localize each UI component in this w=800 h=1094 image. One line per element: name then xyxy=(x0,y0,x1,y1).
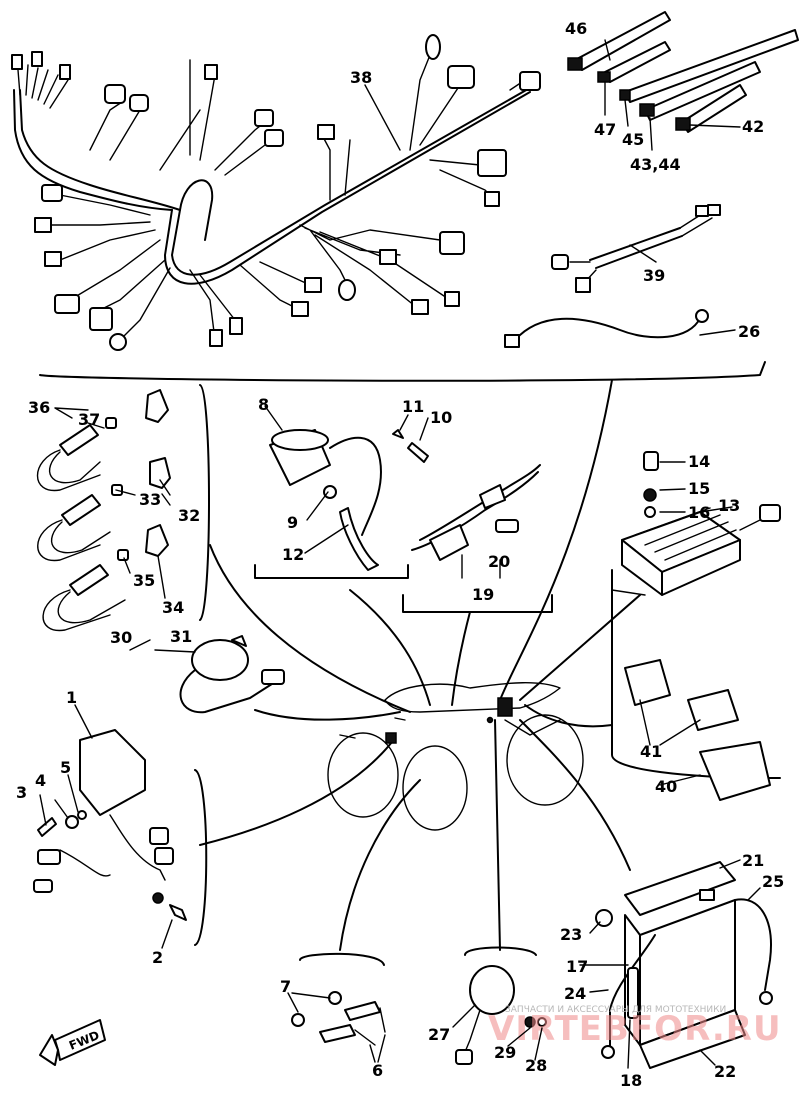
callout-26: 26 xyxy=(738,322,760,341)
callout-4: 4 xyxy=(35,771,46,790)
callout-20: 20 xyxy=(488,552,510,571)
callout-11: 11 xyxy=(402,397,424,416)
callout-32: 32 xyxy=(178,506,200,525)
callout-43-44: 43,44 xyxy=(630,155,681,174)
rectifier-regulator xyxy=(621,451,781,596)
callout-21: 21 xyxy=(742,851,764,870)
callout-16: 16 xyxy=(688,503,710,522)
callout-45: 45 xyxy=(622,130,644,149)
callout-22: 22 xyxy=(714,1062,736,1081)
control-unit xyxy=(33,729,187,921)
leader-lines xyxy=(199,379,641,951)
callout-18: 18 xyxy=(620,1071,642,1090)
callout-14: 14 xyxy=(688,452,710,471)
callout-31: 31 xyxy=(170,627,192,646)
callout-9: 9 xyxy=(287,513,298,532)
callout-39: 39 xyxy=(643,266,665,285)
cdi-unit xyxy=(411,464,541,561)
callout-47: 47 xyxy=(594,120,616,139)
callout-30: 30 xyxy=(110,628,132,647)
callout-24: 24 xyxy=(564,984,586,1003)
starter-relay xyxy=(179,635,285,714)
watermark-subtext: ЗАПЧАСТИ И АКСЕССУАРЫ ДЛЯ МОТОТЕХНИКИ xyxy=(505,1005,726,1015)
battery-assembly xyxy=(595,861,773,1069)
callout-40: 40 xyxy=(655,777,677,796)
callout-5: 5 xyxy=(60,758,71,777)
callout-10: 10 xyxy=(430,408,452,427)
callout-13: 13 xyxy=(718,496,740,515)
sensor-switches xyxy=(291,991,386,1046)
vehicle-outline xyxy=(327,682,584,831)
callout-15: 15 xyxy=(688,479,710,498)
callout-6: 6 xyxy=(372,1061,383,1080)
callout-2: 2 xyxy=(152,948,163,967)
callout-27: 27 xyxy=(428,1025,450,1044)
callout-8: 8 xyxy=(258,395,269,414)
callout-29: 29 xyxy=(494,1043,516,1062)
callout-1: 1 xyxy=(66,688,77,707)
lead-wire xyxy=(504,309,709,348)
cable-ties xyxy=(567,11,799,133)
callout-7: 7 xyxy=(280,977,291,996)
callout-12: 12 xyxy=(282,545,304,564)
callout-25: 25 xyxy=(762,872,784,891)
callout-33: 33 xyxy=(139,490,161,509)
callout-46: 46 xyxy=(565,19,587,38)
ignition-coil xyxy=(269,429,429,571)
section-brackets xyxy=(39,361,781,966)
wire-harness xyxy=(11,34,541,351)
watermark-text: VIRTEBFOR.RU xyxy=(488,1009,782,1049)
plug-cap-group xyxy=(36,389,171,632)
callout-3: 3 xyxy=(16,783,27,802)
callout-leaders xyxy=(39,39,761,1069)
connector-covers xyxy=(624,659,771,801)
callout-28: 28 xyxy=(525,1056,547,1075)
callout-19: 19 xyxy=(472,585,494,604)
callout-labels: 38 46 47 45 43,44 42 39 26 36 37 33 32 3… xyxy=(16,19,784,1090)
watermark: VIRTEBFOR.RU ЗАПЧАСТИ И АКСЕССУАРЫ ДЛЯ М… xyxy=(488,1005,782,1049)
callout-37: 37 xyxy=(78,410,100,429)
sub-harness xyxy=(551,204,721,293)
callout-41: 41 xyxy=(640,742,662,761)
callout-35: 35 xyxy=(133,571,155,590)
callout-36: 36 xyxy=(28,398,50,417)
flasher-unit xyxy=(455,965,547,1065)
callout-42: 42 xyxy=(742,117,764,136)
callout-34: 34 xyxy=(162,598,184,617)
callout-23: 23 xyxy=(560,925,582,944)
callout-17: 17 xyxy=(566,957,588,976)
callout-38: 38 xyxy=(350,68,372,87)
forward-arrow: FWD xyxy=(39,1019,106,1066)
